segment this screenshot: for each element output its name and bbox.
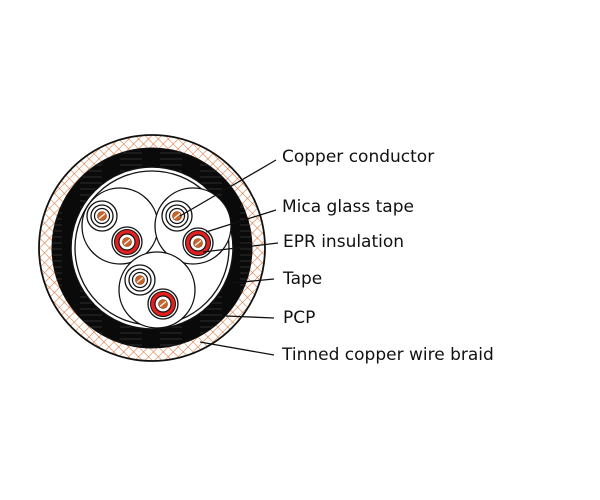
conductor-highlight-2b <box>194 240 202 246</box>
leader-tape <box>231 278 275 284</box>
conductor-highlight-3b <box>159 301 167 307</box>
conductor-highlight-1b <box>123 239 131 245</box>
conductor-highlight-3a <box>136 277 144 283</box>
leader-copper-conductor <box>179 159 277 217</box>
label-epr-insulation: EPR insulation <box>283 232 405 252</box>
label-tape: Tape <box>283 269 323 289</box>
leader-pcp <box>225 315 275 319</box>
label-copper-conductor: Copper conductor <box>282 147 435 167</box>
label-tinned-copper-wire-braid: Tinned copper wire braid <box>282 345 494 365</box>
leader-epr-insulation <box>202 242 279 253</box>
leader-braid <box>199 341 275 356</box>
conductor-highlight-2a <box>173 213 181 219</box>
leader-mica-glass-tape <box>205 209 277 233</box>
conductor-highlight-1a <box>98 213 106 219</box>
label-mica-glass-tape: Mica glass tape <box>282 197 414 217</box>
label-pcp: PCP <box>283 308 316 328</box>
